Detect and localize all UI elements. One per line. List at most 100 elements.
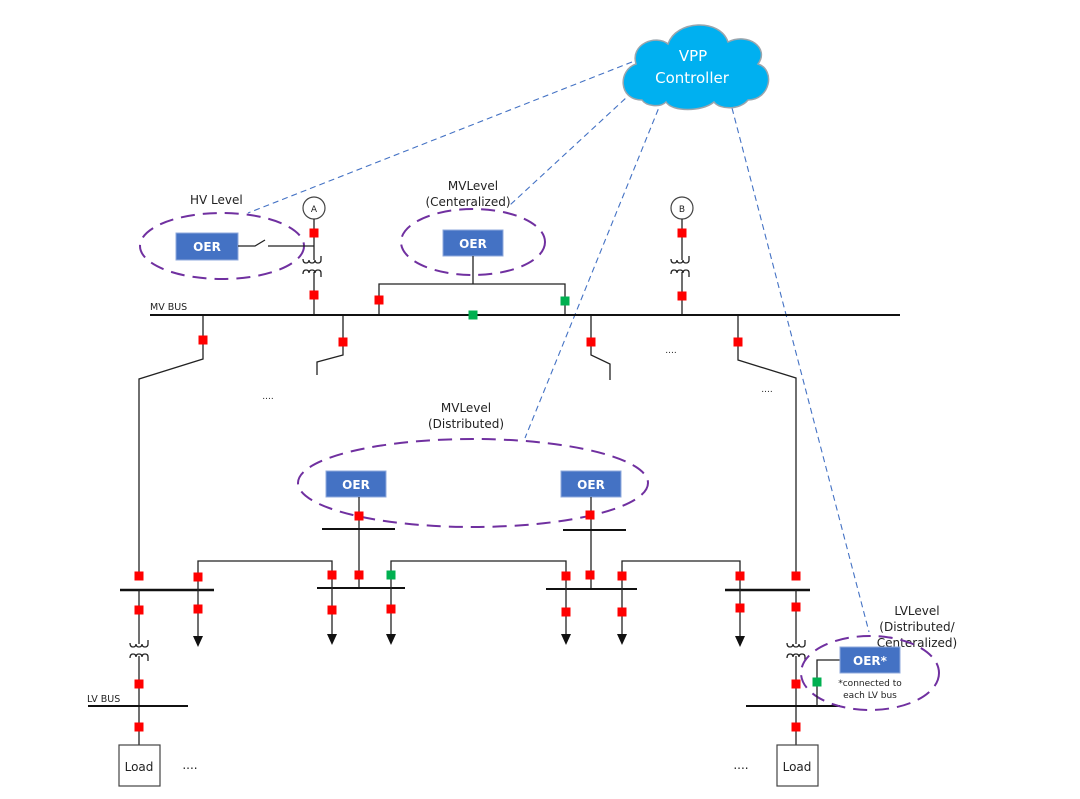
transformer-b-icon [670, 256, 690, 277]
breaker-closed-icon[interactable] [309, 228, 319, 238]
oer-lv-box[interactable] [839, 646, 901, 674]
oer-mv-dist-1-box[interactable] [325, 470, 387, 498]
generator-b-label: B [679, 205, 685, 215]
mv-distributed-label-line2: (Distributed) [428, 417, 504, 431]
mv-feeder-2 [316, 316, 344, 375]
lv-level-label-line1: LVLevel [894, 604, 939, 618]
cloud-shape [622, 24, 770, 111]
breaker-open-icon[interactable] [386, 570, 396, 580]
breaker-closed-icon[interactable] [354, 511, 364, 521]
oer-mv-central-label: OER [459, 237, 487, 251]
transformer-a-icon [302, 256, 322, 277]
breaker-closed-icon[interactable] [134, 571, 144, 581]
tie-line-3-4 [621, 560, 741, 590]
mv-central-label-line1: MVLevel [448, 179, 498, 193]
generator-a-label: A [311, 205, 318, 215]
communication-links [247, 61, 870, 633]
breaker-closed-icon[interactable] [735, 571, 745, 581]
hv-switch-open[interactable] [238, 239, 314, 247]
breaker-closed-icon[interactable] [791, 602, 801, 612]
breaker-closed-icon[interactable] [338, 337, 348, 347]
breaker-open-icon[interactable] [468, 310, 478, 320]
lv-level-label-line2: (Distributed/ [879, 620, 955, 634]
mv-central-group-outline [400, 208, 546, 276]
mv-central-label-line2: (Centeralized) [425, 195, 510, 209]
ellipsis-mv-2: .... [665, 346, 676, 356]
controller-label-line1: VPP [679, 47, 707, 65]
lv-oer-connection [816, 659, 840, 706]
breaker-closed-icon[interactable] [327, 570, 337, 580]
comm-link-mv-central [509, 84, 641, 206]
tie-line-2-3 [390, 560, 567, 589]
breaker-open-icon[interactable] [812, 677, 822, 687]
breaker-closed-icon[interactable] [134, 679, 144, 689]
breaker-closed-icon[interactable] [561, 607, 571, 617]
load-right-box [776, 744, 819, 787]
load-arrow-icon [327, 634, 337, 645]
breaker-closed-icon[interactable] [198, 335, 208, 345]
mv-distributed-label-line1: MVLevel [441, 401, 491, 415]
ellipsis-mv-3: .... [761, 385, 772, 395]
breaker-closed-icon[interactable] [586, 337, 596, 347]
breaker-closed-icon[interactable] [561, 571, 571, 581]
breaker-closed-icon[interactable] [735, 603, 745, 613]
breaker-closed-icon[interactable] [134, 722, 144, 732]
oer-hv-label: OER [193, 240, 221, 254]
lv-bus-label: LV BUS [87, 694, 120, 705]
ellipsis-mv-1: .... [262, 392, 273, 402]
comm-link-hv [247, 61, 633, 214]
breaker-closed-icon[interactable] [733, 337, 743, 347]
breaker-closed-icon[interactable] [677, 291, 687, 301]
breaker-closed-icon[interactable] [791, 722, 801, 732]
comm-link-lv [731, 107, 870, 633]
transformer-lv-left-icon [129, 640, 149, 661]
breaker-closed-icon[interactable] [585, 570, 595, 580]
breaker-closed-icon[interactable] [134, 605, 144, 615]
load-arrow-icon [561, 634, 571, 645]
lv-level-group-outline [800, 635, 940, 711]
breaker-closed-icon[interactable] [386, 604, 396, 614]
vpp-controller-cloud[interactable]: VPP Controller [622, 24, 770, 111]
breaker-closed-icon[interactable] [617, 571, 627, 581]
ellipsis-lv-right: .... [733, 758, 748, 772]
oer-lv-label: OER* [853, 654, 888, 668]
oer-lv-footnote-line1: *connected to [838, 679, 902, 689]
load-arrow-icon [193, 636, 203, 647]
mv-bus-label: MV BUS [150, 302, 187, 313]
load-left-label: Load [125, 760, 154, 774]
breaker-closed-icon[interactable] [617, 607, 627, 617]
tie-line-1-2 [197, 560, 333, 590]
load-right-label: Load [783, 760, 812, 774]
mv-distributed-group-outline [297, 438, 649, 528]
oer-mv-dist-2-label: OER [577, 478, 605, 492]
breaker-closed-icon[interactable] [193, 604, 203, 614]
oer-lv-footnote-line2: each LV bus [843, 691, 897, 701]
load-arrows [193, 588, 745, 647]
breaker-closed-icon[interactable] [309, 290, 319, 300]
ellipsis-lv-left: .... [182, 758, 197, 772]
load-left-box [118, 744, 161, 787]
breaker-closed-icon[interactable] [327, 605, 337, 615]
oer-mv-dist-2-box[interactable] [560, 470, 622, 498]
transformer-lv-right-icon [786, 640, 806, 661]
breaker-closed-icon[interactable] [374, 295, 384, 305]
breaker-closed-icon[interactable] [677, 228, 687, 238]
oer-mv-central-box[interactable] [442, 229, 504, 257]
mv-feeder-4 [737, 316, 797, 580]
breaker-closed-icon[interactable] [193, 572, 203, 582]
breakers [134, 228, 822, 732]
breaker-closed-icon[interactable] [585, 510, 595, 520]
comm-link-mv-distributed [524, 99, 663, 439]
hv-level-label: HV Level [190, 193, 243, 207]
load-arrow-icon [617, 634, 627, 645]
load-arrow-icon [735, 636, 745, 647]
breaker-open-icon[interactable] [560, 296, 570, 306]
breaker-closed-icon[interactable] [354, 570, 364, 580]
load-arrow-icon [386, 634, 396, 645]
oer-mv-dist-1-label: OER [342, 478, 370, 492]
breaker-closed-icon[interactable] [791, 571, 801, 581]
breaker-closed-icon[interactable] [791, 679, 801, 689]
controller-label-line2: Controller [655, 69, 730, 87]
mv-feeder-1 [138, 316, 204, 580]
